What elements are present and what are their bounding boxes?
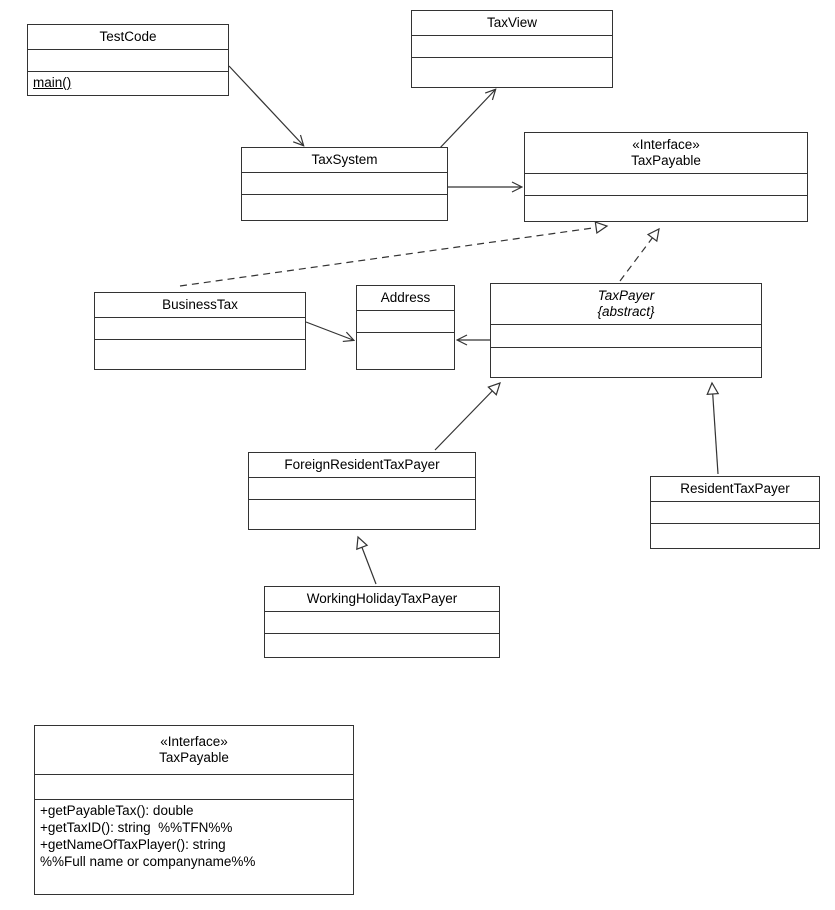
class-title: TaxView	[486, 14, 538, 30]
class-box-testcode[interactable]: TestCode main()	[27, 24, 229, 96]
class-empty-compartment	[525, 174, 807, 196]
class-empty-compartment	[95, 340, 305, 369]
class-title: TaxPayable	[631, 152, 701, 168]
class-box-taxpayable-detail[interactable]: «Interface»TaxPayable +getPayableTax(): d…	[34, 725, 354, 895]
class-name-compartment: TaxView	[412, 11, 612, 37]
class-title: WorkingHolidayTaxPayer	[306, 590, 458, 606]
class-member: %%Full name or companyname%%	[40, 854, 256, 870]
class-empty-compartment	[249, 478, 475, 500]
class-member: +getPayableTax(): double	[40, 803, 194, 819]
class-empty-compartment	[95, 318, 305, 340]
relationship-paths	[179, 65, 720, 585]
class-name-compartment: WorkingHolidayTaxPayer	[265, 587, 499, 613]
class-empty-compartment	[651, 524, 819, 548]
relationship-association[interactable]	[305, 321, 353, 340]
class-empty-compartment	[242, 195, 447, 220]
relationship-realization[interactable]	[619, 227, 660, 282]
class-members-compartment: main()	[28, 72, 228, 95]
class-name-compartment: BusinessTax	[95, 293, 305, 319]
class-title: TaxSystem	[311, 151, 378, 167]
class-empty-compartment	[525, 196, 807, 221]
class-name-compartment: ResidentTaxPayer	[651, 477, 819, 503]
class-empty-compartment	[265, 612, 499, 634]
class-empty-compartment	[28, 50, 228, 72]
class-empty-compartment	[35, 775, 353, 801]
class-title: TaxPayable	[159, 749, 229, 765]
class-box-workingholiday[interactable]: WorkingHolidayTaxPayer	[264, 586, 500, 658]
class-name-compartment: «Interface»TaxPayable	[525, 133, 807, 175]
relationship-generalization[interactable]	[356, 535, 377, 585]
class-name-compartment: TaxPayer{abstract}	[491, 284, 761, 326]
class-name-compartment: TaxSystem	[242, 148, 447, 174]
class-empty-compartment	[357, 333, 454, 369]
class-box-taxsystem[interactable]: TaxSystem	[241, 147, 448, 221]
class-name-compartment: Address	[357, 286, 454, 312]
class-empty-compartment	[242, 173, 447, 195]
class-box-taxview[interactable]: TaxView	[411, 10, 613, 88]
relationship-association[interactable]	[437, 90, 495, 151]
class-member: main()	[33, 74, 72, 90]
class-box-address[interactable]: Address	[356, 285, 455, 370]
relationship-generalization[interactable]	[434, 382, 501, 451]
class-empty-compartment	[265, 634, 499, 657]
class-member: +getTaxID(): string %%TFN%%	[40, 820, 233, 836]
class-box-foreignresident[interactable]: ForeignResidentTaxPayer	[248, 452, 476, 530]
relationship-association[interactable]	[228, 65, 303, 145]
class-stereotype: «Interface»	[632, 136, 700, 152]
class-empty-compartment	[491, 348, 761, 377]
class-empty-compartment	[651, 502, 819, 524]
class-empty-compartment	[412, 58, 612, 87]
class-title: ForeignResidentTaxPayer	[284, 456, 440, 472]
class-title: ResidentTaxPayer	[680, 480, 790, 496]
class-empty-compartment	[412, 36, 612, 58]
class-stereotype: «Interface»	[160, 733, 228, 749]
class-box-residenttaxpayer[interactable]: ResidentTaxPayer	[650, 476, 820, 549]
class-name-compartment: ForeignResidentTaxPayer	[249, 453, 475, 479]
class-empty-compartment	[357, 311, 454, 333]
class-title: TaxPayer	[597, 287, 655, 303]
class-box-businesstax[interactable]: BusinessTax	[94, 292, 306, 370]
class-box-taxpayable-top[interactable]: «Interface»TaxPayable	[524, 132, 808, 222]
class-title: BusinessTax	[162, 296, 238, 312]
class-empty-compartment	[249, 500, 475, 529]
relationship-generalization[interactable]	[706, 381, 720, 475]
class-abstract-tag: {abstract}	[597, 303, 655, 319]
relationship-realization[interactable]	[179, 221, 609, 287]
class-name-compartment: «Interface»TaxPayable	[35, 726, 353, 776]
class-members-compartment: +getPayableTax(): double+getTaxID(): str…	[35, 800, 353, 894]
class-title: Address	[380, 289, 431, 305]
class-title: TestCode	[99, 28, 157, 44]
class-box-taxpayer[interactable]: TaxPayer{abstract}	[490, 283, 762, 378]
class-empty-compartment	[491, 325, 761, 348]
class-member: +getNameOfTaxPlayer(): string	[40, 837, 226, 853]
class-name-compartment: TestCode	[28, 25, 228, 51]
